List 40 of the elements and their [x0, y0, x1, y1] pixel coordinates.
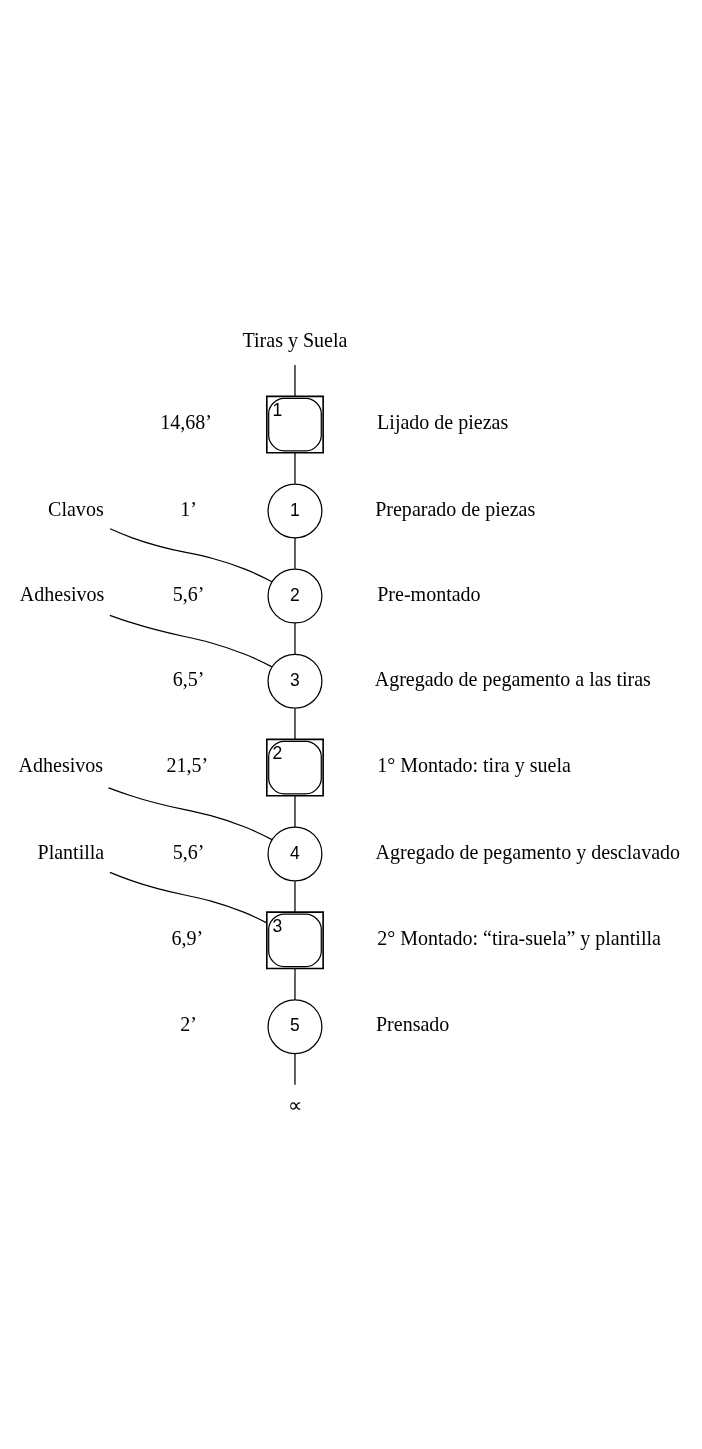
node-label: 14,68’ — [160, 410, 212, 433]
node-label: 21,5’ — [166, 753, 209, 776]
connector — [109, 871, 268, 924]
node-label: Agregado de pegamento y desclavado — [375, 840, 681, 863]
node-label: Agregado de pegamento a las tiras — [374, 667, 651, 690]
node-label: 6,9’ — [171, 926, 204, 949]
node-circle: 1 — [267, 482, 323, 538]
node-label: 5,6’ — [172, 582, 205, 605]
node-text: Adhesivos — [19, 582, 105, 605]
connector — [294, 363, 296, 397]
node-text: Tiras y Suela — [242, 328, 348, 351]
node-label: 1° Montado: tira y suela — [377, 753, 571, 776]
connector — [294, 794, 296, 827]
node-text: Clavos — [48, 497, 104, 520]
node-text: Plantilla — [37, 840, 105, 863]
node-circle: 5 — [267, 998, 323, 1054]
connector — [294, 967, 296, 1000]
node-label: 6,5’ — [172, 667, 205, 690]
connector — [294, 1052, 296, 1085]
node-text: ∝ — [287, 1093, 302, 1116]
node-circle: 2 — [267, 568, 323, 624]
connector — [294, 621, 296, 655]
connector — [294, 707, 296, 740]
node-label: 2° Montado: “tira-suela” y plantilla — [377, 926, 661, 949]
node-label: 2’ — [180, 1012, 197, 1035]
connector — [107, 786, 273, 840]
node-label: Preparado de piezas — [375, 497, 536, 520]
connector — [294, 536, 296, 569]
connector — [109, 614, 273, 668]
node-label: Lijado de piezas — [377, 410, 509, 433]
connector — [294, 880, 296, 913]
connector — [294, 451, 296, 484]
connector — [109, 527, 273, 582]
node-label: 5,6’ — [172, 840, 205, 863]
node-circle: 3 — [267, 653, 323, 709]
node-circle: 4 — [267, 825, 323, 881]
node-label: Prensado — [375, 1012, 450, 1035]
node-text: Adhesivos — [18, 753, 104, 776]
node-label: 1’ — [180, 497, 197, 520]
node-label: Pre-montado — [377, 582, 481, 605]
